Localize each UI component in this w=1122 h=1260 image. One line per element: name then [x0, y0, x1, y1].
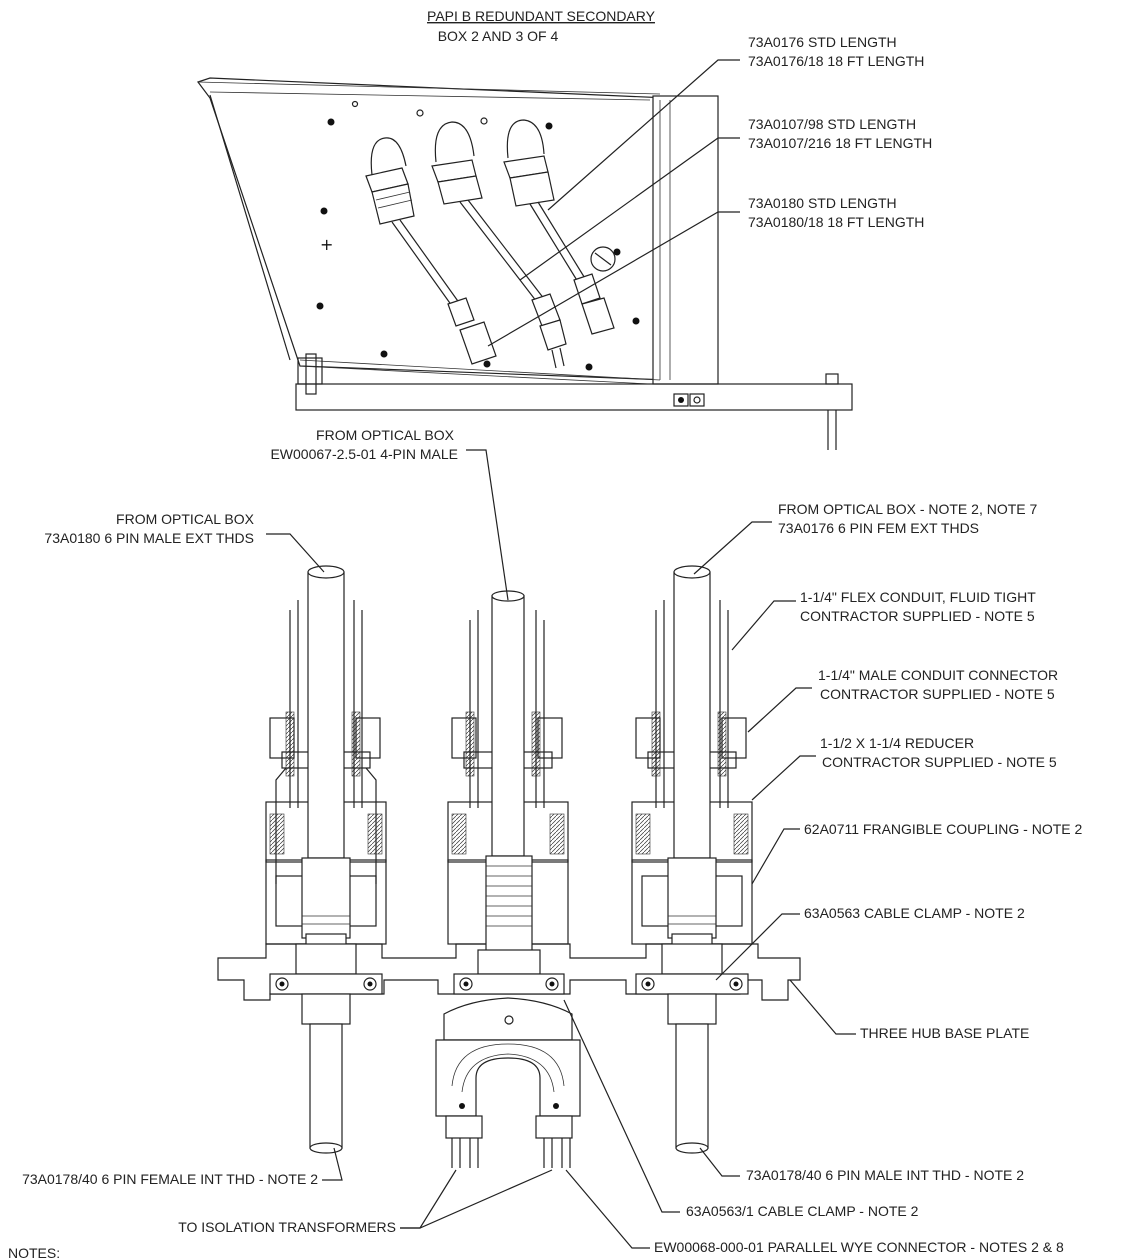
label-male-connector-1: 1-1/4" MALE CONDUIT CONNECTOR — [818, 667, 1058, 683]
callout-2-line2: 73A0107/216 18 FT LENGTH — [748, 135, 932, 151]
leader-wye — [565, 1169, 650, 1249]
label-frangible: 62A0711 FRANGIBLE COUPLING - NOTE 2 — [804, 821, 1082, 837]
callout-1-line2: 73A0176/18 18 FT LENGTH — [748, 53, 924, 69]
leader-isolation-1 — [400, 1169, 457, 1229]
optical-box-housing — [197, 77, 719, 385]
label-from-optical-center-1: FROM OPTICAL BOX — [316, 427, 455, 443]
label-from-optical-right-2: 73A0176 6 PIN FEM EXT THDS — [778, 520, 979, 536]
callout-1-line1: 73A0176 STD LENGTH — [748, 34, 897, 50]
label-from-optical-left-1: FROM OPTICAL BOX — [116, 511, 255, 527]
label-from-optical-center-2: EW00067-2.5-01 4-PIN MALE — [270, 446, 458, 462]
leader-from-optical-center — [466, 449, 509, 601]
hinge-bracket — [297, 357, 323, 385]
cable-left-upper — [307, 571, 345, 859]
label-cable-clamp: 63A0563 CABLE CLAMP - NOTE 2 — [804, 905, 1025, 921]
label-male-connector-2: CONTRACTOR SUPPLIED - NOTE 5 — [820, 686, 1055, 702]
cable-assembly-right — [503, 119, 615, 335]
label-reducer-1: 1-1/2 X 1-1/4 REDUCER — [820, 735, 974, 751]
callout-leader-3 — [487, 211, 740, 347]
callout-3-line2: 73A0180/18 18 FT LENGTH — [748, 214, 924, 230]
label-from-optical-right-1: FROM OPTICAL BOX - NOTE 2, NOTE 7 — [778, 501, 1038, 517]
label-flex-conduit-1: 1-1/4" FLEX CONDUIT, FLUID TIGHT — [800, 589, 1036, 605]
label-base-plate: THREE HUB BASE PLATE — [860, 1025, 1029, 1041]
label-flex-conduit-2: CONTRACTOR SUPPLIED - NOTE 5 — [800, 608, 1035, 624]
top-view: PAPI B REDUNDANT SECONDARY BOX 2 AND 3 O… — [197, 8, 932, 450]
label-isolation: TO ISOLATION TRANSFORMERS — [178, 1219, 396, 1235]
cable-assembly-center — [431, 121, 567, 369]
leader-reducer — [751, 755, 816, 801]
cable-assembly-left — [365, 137, 497, 365]
callout-3-line1: 73A0180 STD LENGTH — [748, 195, 897, 211]
leader-cable-clamp-1 — [563, 999, 680, 1213]
callout-2-line1: 73A0107/98 STD LENGTH — [748, 116, 916, 132]
label-reducer-2: CONTRACTOR SUPPLIED - NOTE 5 — [822, 754, 1057, 770]
ground-lug — [673, 393, 705, 407]
cable-right-lower — [675, 1023, 709, 1149]
leader-isolation-2 — [400, 1169, 553, 1229]
leader-male-connector — [747, 687, 812, 733]
hub-left — [265, 565, 387, 1154]
leader-cable-clamp — [715, 913, 800, 981]
label-from-optical-left-2: 73A0180 6 PIN MALE EXT THDS — [44, 530, 254, 546]
housing-fasteners: + — [316, 100, 640, 371]
leader-frangible — [751, 828, 800, 885]
label-wye: EW00068-000-01 PARALLEL WYE CONNECTOR - … — [654, 1239, 1064, 1255]
hub-right — [631, 565, 753, 1154]
cable-left-lower — [309, 1023, 343, 1149]
callout-leader-1 — [547, 59, 740, 211]
rail-nut — [825, 373, 839, 385]
label-male-int: 73A0178/40 6 PIN MALE INT THD - NOTE 2 — [746, 1167, 1024, 1183]
top-view-subtitle: BOX 2 AND 3 OF 4 — [438, 28, 559, 44]
cable-center-upper — [491, 595, 525, 857]
leader-flex-conduit — [731, 600, 796, 651]
crosshair-icon: + — [320, 235, 333, 254]
leader-base-plate — [789, 979, 856, 1035]
label-cable-clamp-1: 63A0563/1 CABLE CLAMP - NOTE 2 — [686, 1203, 919, 1219]
leader-male-int — [699, 1147, 740, 1177]
hub-center — [435, 590, 581, 1168]
label-female-int: 73A0178/40 6 PIN FEMALE INT THD - NOTE 2 — [22, 1171, 318, 1187]
leader-from-optical-left — [266, 533, 325, 573]
base-view: FROM OPTICAL BOX EW00067-2.5-01 4-PIN MA… — [8, 427, 1082, 1260]
top-view-title: PAPI B REDUNDANT SECONDARY — [427, 8, 656, 24]
vent-plug-icon — [590, 246, 616, 272]
cable-right-upper — [673, 571, 711, 859]
notes-heading: NOTES: — [8, 1245, 60, 1260]
housing-end-cover — [652, 95, 719, 385]
leader-from-optical-right — [693, 521, 772, 575]
callout-leader-2 — [519, 137, 740, 281]
parallel-wye-connector — [435, 997, 581, 1168]
leader-female-int — [322, 1147, 343, 1181]
mounting-rail — [295, 383, 853, 411]
